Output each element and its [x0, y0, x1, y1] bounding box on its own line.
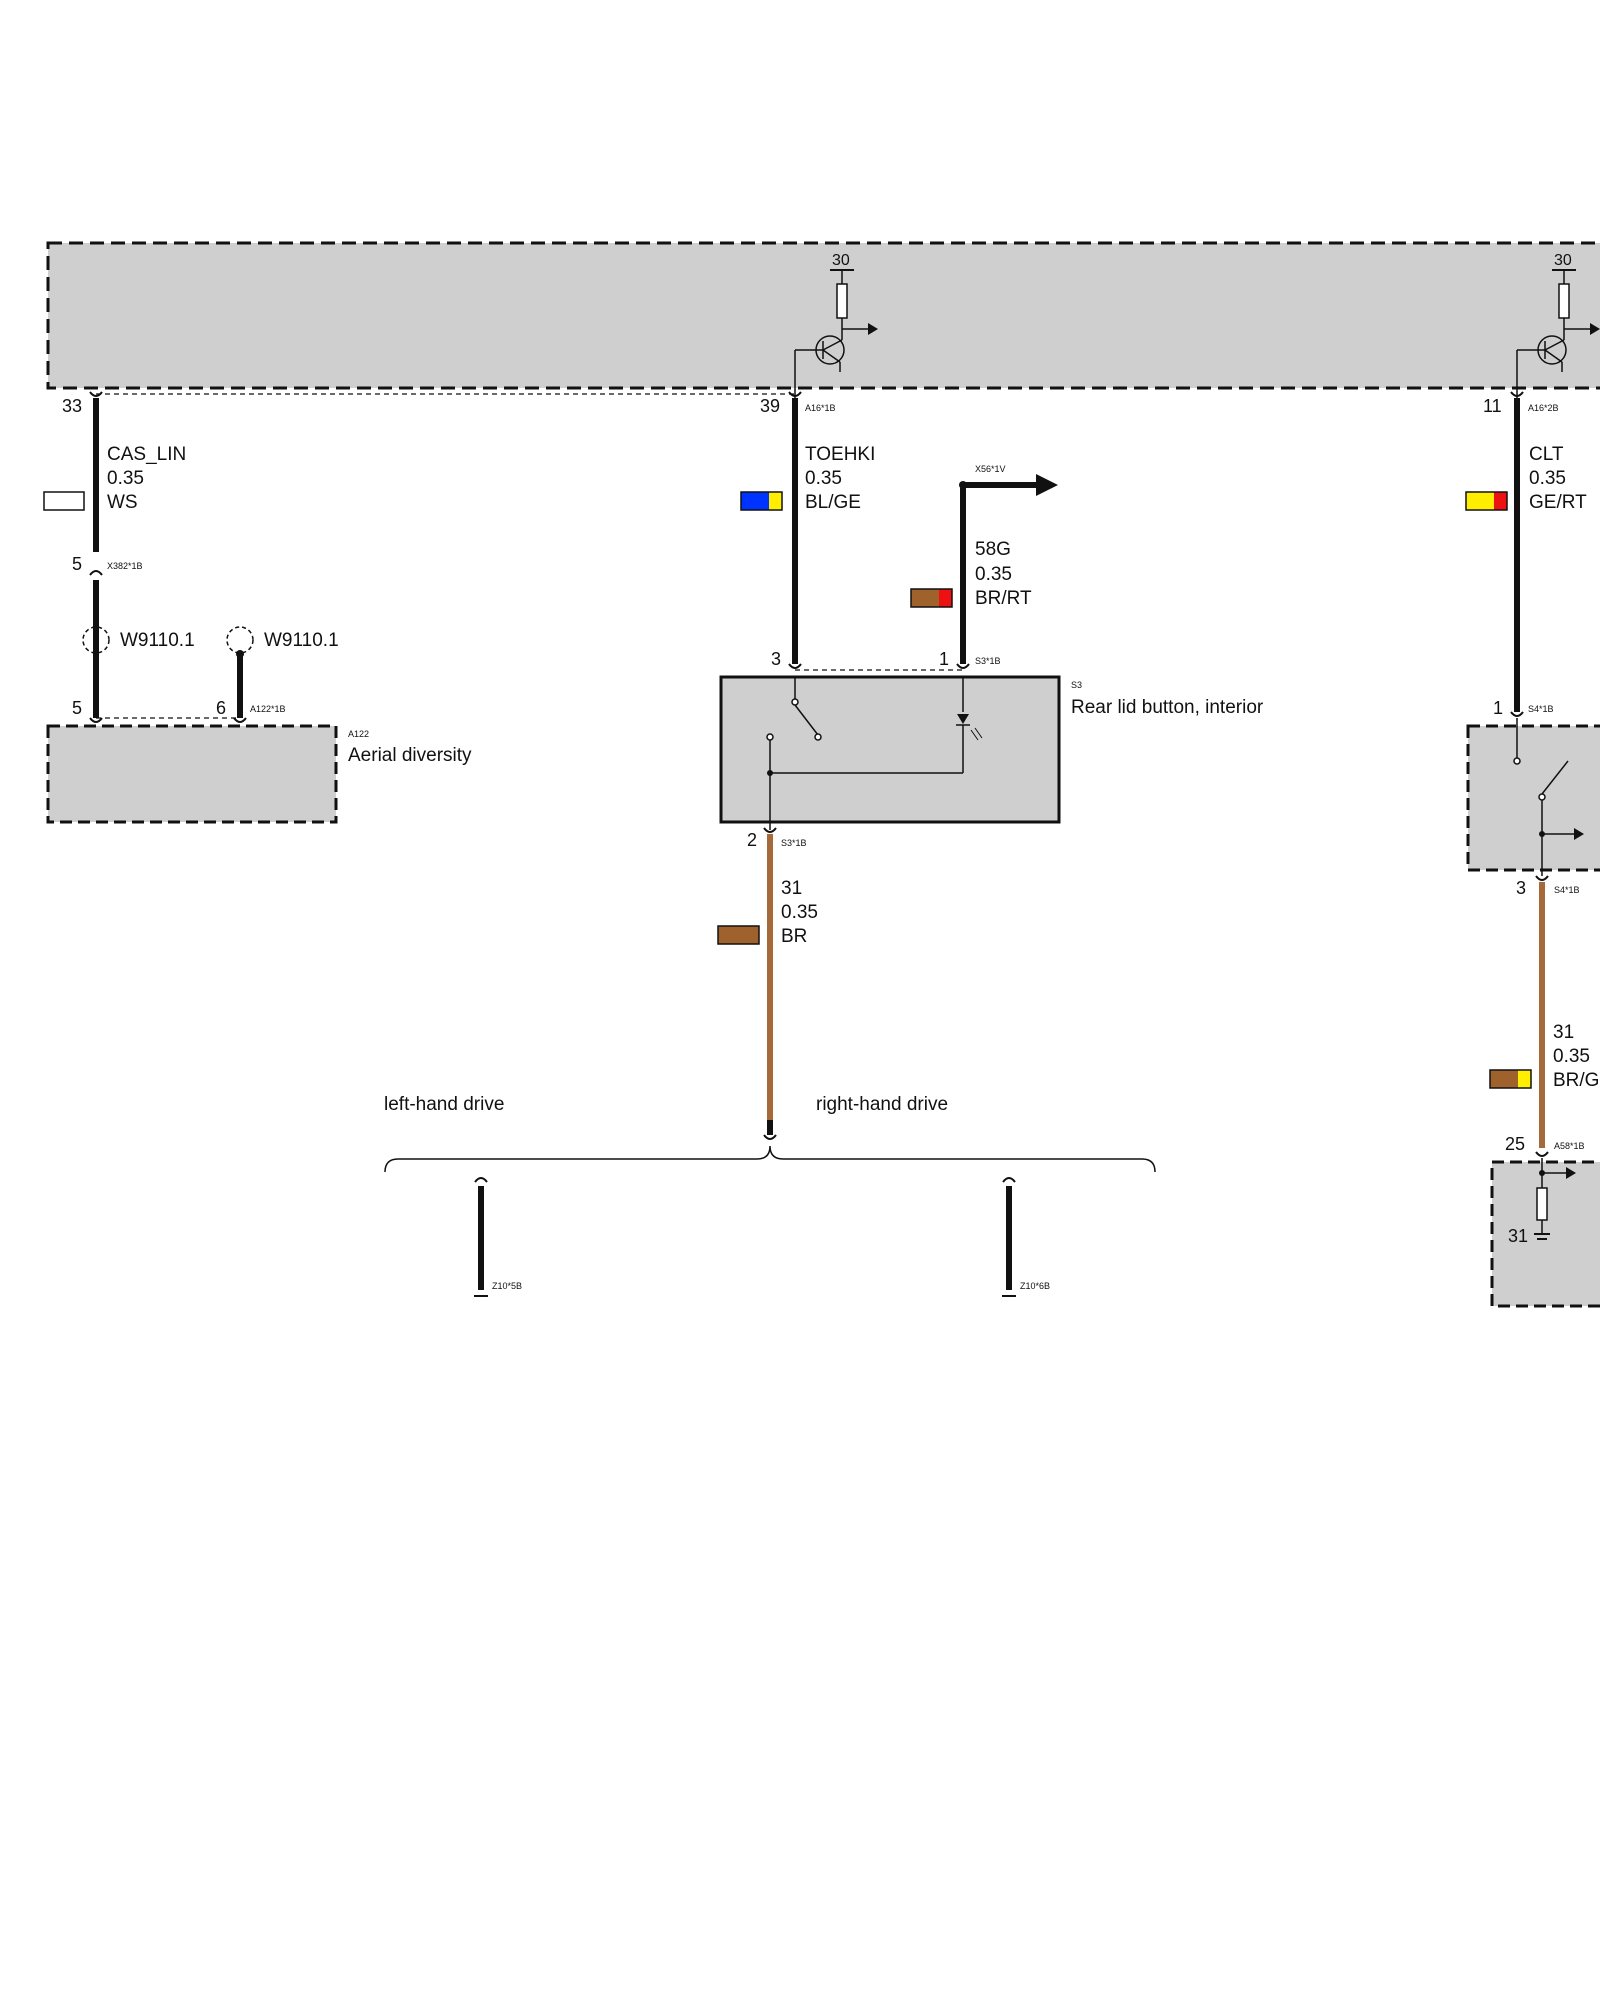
- x56-connector-label: X56*1V: [975, 464, 1006, 474]
- shield-right-icon: [226, 626, 254, 654]
- aerial-id-label: A122: [348, 729, 369, 739]
- s4-pin-1-label: 1: [1493, 698, 1503, 718]
- toehki-connector-label: A16*1B: [805, 403, 836, 413]
- supply-label-right: 30: [1554, 252, 1572, 269]
- clt-signal-label: CLT: [1529, 444, 1564, 465]
- x382-pin-label: 5: [72, 554, 82, 574]
- toehki-color-label: BL/GE: [805, 492, 861, 513]
- z10-5b-label: Z10*5B: [492, 1281, 522, 1291]
- drive-branch-brace: left-hand drive right-hand drive Z10*5B …: [384, 1094, 1156, 1297]
- ground-s3-color-swatch: [717, 925, 760, 945]
- aerial-diversity-component: 5 6 A122*1B A122 Aerial diversity: [46, 698, 472, 824]
- wire-ground-s4: 3 S4*1B 31 0.35 BR/GE: [1489, 875, 1600, 1148]
- s3-pin-right-label: 1: [939, 649, 949, 669]
- a58-connector-label: A58*1B: [1554, 1141, 1585, 1151]
- rear-lid-button-component: 3 1 S3*1B S3 Rear lid button, interior: [719, 649, 1264, 830]
- wire-ground-s3: 2 S3*1B 31 0.35 BR: [717, 827, 818, 1140]
- x56-arrow-icon: [1036, 474, 1058, 496]
- s4-box: [1466, 724, 1600, 872]
- ground-s4-size-label: 0.35: [1553, 1046, 1590, 1067]
- led-icon: [957, 714, 969, 724]
- cas-lin-signal-label: CAS_LIN: [107, 444, 186, 465]
- aerial-name-label: Aerial diversity: [348, 745, 472, 766]
- toehki-signal-label: TOEHKI: [805, 444, 875, 465]
- ground-s4-signal-label: 31: [1553, 1022, 1574, 1043]
- clt-color-swatch: [1465, 491, 1508, 511]
- a58-pin-25-label: 25: [1505, 1134, 1525, 1154]
- pin-39-label: 39: [760, 396, 780, 416]
- s3-pin-left-label: 3: [771, 649, 781, 669]
- output-stage-right: 30: [1516, 252, 1600, 398]
- z10-6b-label: Z10*6B: [1020, 1281, 1050, 1291]
- pin-33-label: 33: [62, 396, 82, 416]
- left-hand-drive-label: left-hand drive: [384, 1094, 504, 1115]
- wire-58g: X56*1V 58G 0.35 BR/RT: [910, 464, 1058, 664]
- cas-lin-color-swatch: [43, 491, 85, 511]
- clt-connector-label: A16*2B: [1528, 403, 1559, 413]
- toehki-color-swatch: [740, 491, 783, 511]
- aerial-box: [46, 724, 338, 824]
- 58g-color-swatch: [910, 588, 953, 608]
- clt-size-label: 0.35: [1529, 468, 1566, 489]
- ground-s3-signal-label: 31: [781, 878, 802, 899]
- s3-connector-top-label: S3*1B: [975, 656, 1001, 666]
- s4-component: 1 S4*1B: [1466, 698, 1600, 876]
- s4-connector-bottom-label: S4*1B: [1554, 885, 1580, 895]
- pin-11-label: 11: [1483, 396, 1502, 416]
- 58g-signal-label: 58G: [975, 539, 1011, 560]
- output-stage-left: 30: [794, 252, 878, 398]
- s4-connector-top-label: S4*1B: [1528, 704, 1554, 714]
- x382-connector-label: X382*1B: [107, 561, 143, 571]
- wire-clt: 11 A16*2B CLT 0.35 GE/RT: [1465, 391, 1587, 712]
- rear-lid-id-label: S3: [1071, 680, 1082, 690]
- s3-pin-2-label: 2: [747, 830, 757, 850]
- aerial-pin-a-label: 5: [72, 698, 82, 718]
- control-module-box: [46, 241, 1600, 390]
- aerial-pin-b-label: 6: [216, 698, 226, 718]
- s3-connector-bottom-label: S3*1B: [781, 838, 807, 848]
- s4-pin-3-label: 3: [1516, 878, 1526, 898]
- ground-s4-color-label: BR/GE: [1553, 1070, 1600, 1091]
- aerial-connector-label: A122*1B: [250, 704, 286, 714]
- a58-ground-pin-label: 31: [1508, 1226, 1528, 1246]
- rear-lid-box: [719, 675, 1061, 824]
- shield-right-label: W9110.1: [264, 630, 339, 651]
- shield-right: W9110.1: [226, 626, 339, 718]
- clt-color-label: GE/RT: [1529, 492, 1587, 513]
- cas-lin-color-label: WS: [107, 492, 138, 513]
- a58-component: 25 A58*1B 31: [1490, 1134, 1600, 1308]
- ground-s3-size-label: 0.35: [781, 902, 818, 923]
- toehki-size-label: 0.35: [805, 468, 842, 489]
- right-hand-drive-label: right-hand drive: [816, 1094, 948, 1115]
- cas-lin-size-label: 0.35: [107, 468, 144, 489]
- 58g-color-label: BR/RT: [975, 588, 1032, 609]
- rear-lid-name-label: Rear lid button, interior: [1071, 697, 1264, 718]
- wire-toehki: 39 A16*1B TOEHKI 0.35 BL/GE: [740, 391, 875, 664]
- 58g-size-label: 0.35: [975, 564, 1012, 585]
- ground-s3-color-label: BR: [781, 926, 807, 947]
- wire-cas-lin: 33 CAS_LIN 0.35 WS 5 X382*1B W9110.1: [43, 391, 195, 718]
- shield-left-label: W9110.1: [120, 630, 195, 651]
- ground-s4-color-swatch: [1489, 1069, 1532, 1089]
- supply-label-left: 30: [832, 252, 850, 269]
